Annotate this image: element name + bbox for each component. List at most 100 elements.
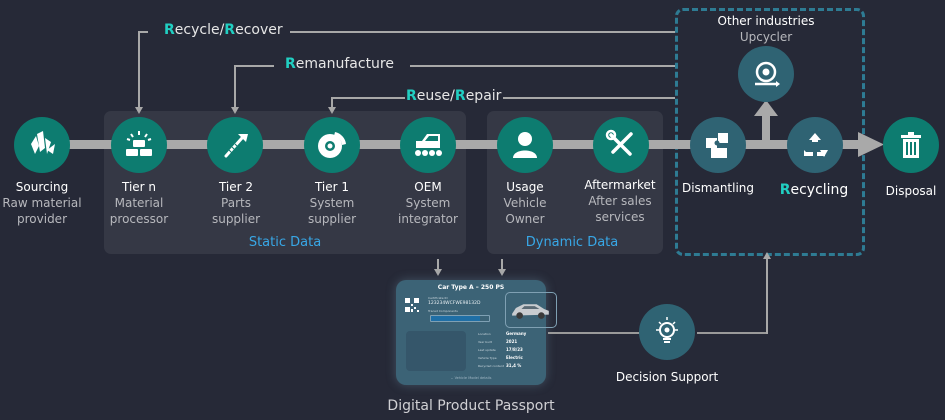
dpp-caption: Digital Product Passport [387, 398, 555, 414]
dpp-traced-progress-fill [431, 316, 481, 321]
stage-title: Aftermarket [584, 178, 656, 192]
dynamic-to-dpp-arrowhead [498, 269, 506, 276]
dpp-row-label: Year built [478, 340, 492, 344]
upcycle-arrow-shaft [762, 112, 770, 142]
label-text: ecover [235, 22, 283, 38]
stage-recycling-label: Recycling [780, 182, 849, 198]
stage-subtitle: System [405, 196, 451, 210]
stage-tier-n-node[interactable] [111, 117, 167, 173]
stage-tier-2-label: Tier 2 Parts supplier [212, 179, 260, 227]
dpp-row-label: Last update [478, 348, 496, 352]
recycle-icon [804, 133, 828, 157]
stage-usage-node[interactable] [497, 117, 553, 173]
label-text: euse/ [416, 88, 455, 104]
stage-subtitle: supplier [211, 212, 261, 226]
dpp-row-label: Vehicle Type [478, 356, 497, 360]
stage-oem-node[interactable] [400, 117, 456, 173]
label-text: emanufacture [295, 56, 394, 72]
dpp-row-value: 2021 [506, 339, 518, 344]
gold-bars-icon [126, 131, 152, 156]
dpp-traced-progress [430, 315, 490, 322]
person-icon [513, 132, 537, 158]
dpp-cert-id: 123234WCFWE98132D [428, 301, 481, 306]
stage-title: OEM [414, 180, 442, 194]
stage-tier-1-node[interactable] [304, 117, 360, 173]
accent-letter: R [224, 22, 236, 38]
stage-dismantling-node[interactable] [690, 117, 746, 173]
loop-remanufacture-arrowhead [231, 107, 239, 114]
stage-tier-2-node[interactable] [207, 117, 263, 173]
dpp-details-toggle[interactable]: ⌄ Vehicle Model details [396, 376, 546, 380]
loop-reuse-line-right [503, 97, 675, 99]
loop-recycle-line-right [290, 31, 675, 33]
dpp-to-decision-line [548, 332, 640, 334]
loop-remanufacture-line-left [234, 65, 274, 67]
puzzle-icon [706, 133, 728, 158]
upcycle-arrowhead [754, 100, 778, 116]
tools-icon [605, 129, 633, 156]
stage-subtitle: integrator [398, 212, 458, 226]
stage-title: Disposal [885, 184, 937, 198]
stage-title: Usage [506, 180, 544, 194]
static-to-dpp-line [437, 259, 439, 270]
stage-tier-n-label: Tier n Material processor [110, 179, 168, 227]
crystal-icon [31, 131, 55, 154]
stage-sourcing-node[interactable] [14, 117, 70, 173]
loop-reuse-repair-label: Reuse/Repair [406, 88, 501, 104]
loop-recycle-recover-label: Recycle/Recover [164, 22, 283, 38]
stage-tier-1-label: Tier 1 System supplier [308, 179, 356, 227]
dpp-car-image [505, 292, 557, 328]
brake-disc-icon [318, 132, 346, 158]
stage-disposal-label: Disposal [886, 183, 937, 199]
loop-remanufacture-line-down [234, 65, 236, 108]
dpp-row-label: Location [478, 332, 491, 336]
stage-title: Tier n [121, 180, 157, 194]
upcycler-node[interactable] [738, 46, 794, 102]
stage-title: ecycling [790, 182, 849, 198]
stage-disposal-node[interactable] [883, 117, 939, 173]
dpp-row-value: 31,4 % [506, 363, 522, 368]
dpp-footer-text: Vehicle Model details [454, 376, 492, 380]
stage-subtitle: supplier [307, 212, 357, 226]
accent-letter: R [164, 22, 175, 38]
stage-subtitle: processor [109, 212, 169, 226]
stage-recycling-node[interactable] [787, 117, 843, 173]
accent-letter: R [285, 56, 296, 72]
loop-remanufacture-label: Remanufacture [285, 56, 394, 72]
loop-recycle-line-left [138, 31, 148, 33]
dpp-image-placeholder [406, 331, 466, 371]
stage-title: Sourcing [15, 180, 69, 194]
dynamic-data-label: Dynamic Data [525, 235, 619, 250]
stage-aftermarket-node[interactable] [593, 117, 649, 173]
loop-reuse-arrowhead [328, 107, 336, 114]
upcycler-title: Other industries [717, 14, 815, 28]
stage-aftermarket-label: Aftermarket After sales services [584, 177, 655, 225]
accent-letter: R [454, 88, 466, 104]
stage-subtitle: services [595, 210, 645, 224]
dynamic-to-dpp-line [501, 259, 503, 270]
upcycler-label: Other industries Upcycler [718, 13, 815, 45]
stage-subtitle: Raw material [2, 196, 82, 210]
stage-subtitle: Parts [221, 196, 251, 210]
stage-subtitle: Material [114, 196, 164, 210]
accent-letter: R [779, 182, 791, 198]
dpp-card[interactable]: Car Type A – 250 PS Certificate ID 12323… [396, 280, 557, 385]
accent-letter: R [406, 88, 417, 104]
dpp-card-title: Car Type A – 250 PS [437, 284, 505, 291]
screw-icon [224, 134, 248, 158]
stage-subtitle: After sales [588, 194, 652, 208]
lightbulb-gear-icon [656, 317, 678, 343]
stage-subtitle: provider [17, 212, 67, 226]
dpp-cert-label: Certificate ID [428, 296, 448, 300]
car-icon [512, 304, 549, 319]
label-text: epair [465, 88, 502, 104]
dpp-row-value: Electric [506, 355, 523, 360]
dpp-row-value: 17/8/23 [506, 347, 523, 352]
stage-subtitle: System [309, 196, 355, 210]
decision-support-node[interactable] [639, 304, 695, 360]
stage-subtitle: Vehicle [503, 196, 547, 210]
label-text: ecycle/ [174, 22, 225, 38]
stage-title: Tier 2 [218, 180, 254, 194]
car-assembly-icon [415, 134, 442, 156]
loop-reuse-line-down [331, 97, 333, 108]
